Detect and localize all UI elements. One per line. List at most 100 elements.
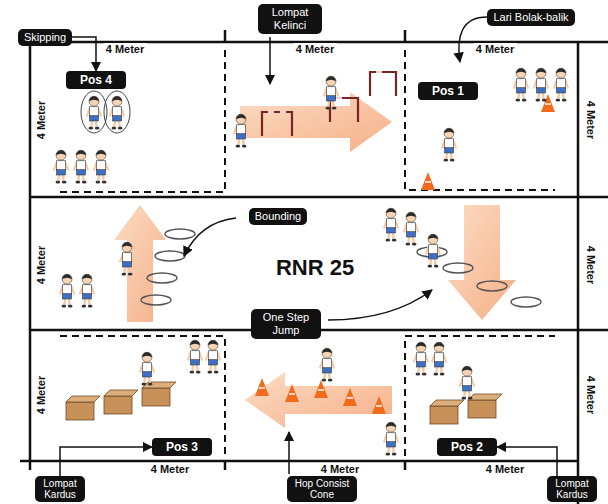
leader-line: [459, 17, 487, 62]
child-figure: [320, 348, 334, 381]
ropes: [81, 91, 130, 133]
hoop: [477, 281, 507, 291]
field-line: [224, 30, 227, 42]
leaders: [184, 17, 487, 474]
direction-arrow: [245, 372, 392, 428]
leader-line: [328, 290, 432, 320]
station-callout: Skipping: [18, 29, 72, 46]
station-tag: Pos 2: [437, 438, 497, 456]
cone: [255, 378, 269, 396]
child-figure: [432, 342, 446, 375]
dimension-label: 4 Meter: [585, 244, 597, 287]
child-figure: [94, 150, 108, 183]
child-figure: [426, 234, 440, 267]
box-top: [468, 394, 502, 400]
node-text: Bounding: [255, 210, 302, 223]
node-text: One Step Jump: [257, 311, 315, 337]
box-top: [66, 396, 100, 402]
cone: [285, 384, 299, 402]
child-figure: [80, 274, 94, 307]
skipping-rope: [81, 91, 107, 133]
hurdle-stripe: [268, 111, 274, 113]
hurdle: [370, 72, 396, 96]
child-figure: [442, 128, 456, 161]
node-text: Lompat Kardus: [41, 478, 79, 500]
dimension-label: 4 Meter: [474, 43, 517, 55]
cones: [255, 94, 555, 414]
hurdle-stripe: [376, 71, 382, 73]
dimension-label: 4 Meter: [484, 463, 527, 475]
cone-stripe: [545, 103, 551, 105]
node-text: Lari Bolak-balik: [493, 11, 568, 24]
cone-stripe: [425, 181, 431, 183]
field-line: [29, 42, 32, 470]
cone-stripe: [318, 389, 324, 391]
hoop: [141, 295, 171, 305]
box-top: [104, 390, 138, 396]
leader-line: [269, 37, 271, 84]
station-callout: Hop Consist Cone: [287, 476, 357, 502]
child-figure: [460, 366, 474, 399]
box: [468, 400, 496, 418]
node-text: Pos 4: [80, 73, 112, 87]
leader-line: [288, 432, 290, 474]
field-line: [404, 30, 407, 42]
hurdle-stripe: [280, 111, 286, 113]
child-figure: [60, 274, 74, 307]
node-text: Pos 2: [451, 440, 483, 454]
box-top: [430, 400, 464, 406]
child-figure: [404, 212, 418, 245]
field-line: [577, 42, 580, 504]
child-figure: [54, 150, 68, 183]
hurdle: [262, 112, 292, 136]
box: [66, 402, 94, 420]
child-figure: [120, 242, 134, 275]
hoop: [147, 273, 177, 283]
child-figure: [87, 96, 101, 129]
diagram-title: RNR 25: [276, 255, 354, 281]
cone-stripe: [376, 405, 382, 407]
hoops: [141, 229, 541, 307]
station-callout: Bounding: [249, 208, 308, 225]
dimension-label: 4 Meter: [35, 99, 47, 142]
station-callout: Lompat Kelinci: [258, 4, 322, 34]
cone: [421, 172, 435, 190]
child-figure: [554, 68, 568, 101]
child-figure: [324, 76, 338, 109]
box: [104, 396, 132, 414]
station-tag: Pos 1: [418, 82, 478, 100]
box-top: [142, 382, 176, 388]
dashed-border: [405, 50, 555, 190]
child-figure: [110, 96, 124, 129]
dashed-border: [405, 336, 555, 456]
node-text: Lompat Kelinci: [264, 6, 316, 32]
child-figure: [384, 208, 398, 241]
hurdle: [330, 98, 358, 122]
station-callout: Lari Bolak-balik: [487, 9, 574, 26]
station-callout: One Step Jump: [251, 309, 321, 339]
hoop: [511, 297, 541, 307]
skipping-rope: [104, 91, 130, 133]
child-figure: [140, 352, 154, 385]
field-line: [20, 460, 578, 463]
box: [142, 388, 170, 406]
station-tag: Pos 3: [152, 438, 212, 456]
hurdle-stripe: [336, 97, 342, 99]
node-text: Hop Consist Cone: [293, 478, 351, 500]
cone-stripe: [259, 387, 265, 389]
cone: [343, 388, 357, 406]
child-figure: [514, 68, 528, 101]
dimension-label: 4 Meter: [585, 99, 597, 142]
cone-stripe: [347, 397, 353, 399]
cone-stripe: [289, 393, 295, 395]
child-figure: [534, 68, 548, 101]
node-text: Pos 3: [166, 440, 198, 454]
dimension-label: 4 Meter: [585, 374, 597, 417]
node-text: Pos 1: [432, 84, 464, 98]
dimension-label: 4 Meter: [104, 43, 147, 55]
hoop: [165, 229, 195, 239]
dimension-label: 4 Meter: [149, 463, 192, 475]
child-figure: [188, 340, 202, 373]
field-line: [30, 196, 608, 199]
